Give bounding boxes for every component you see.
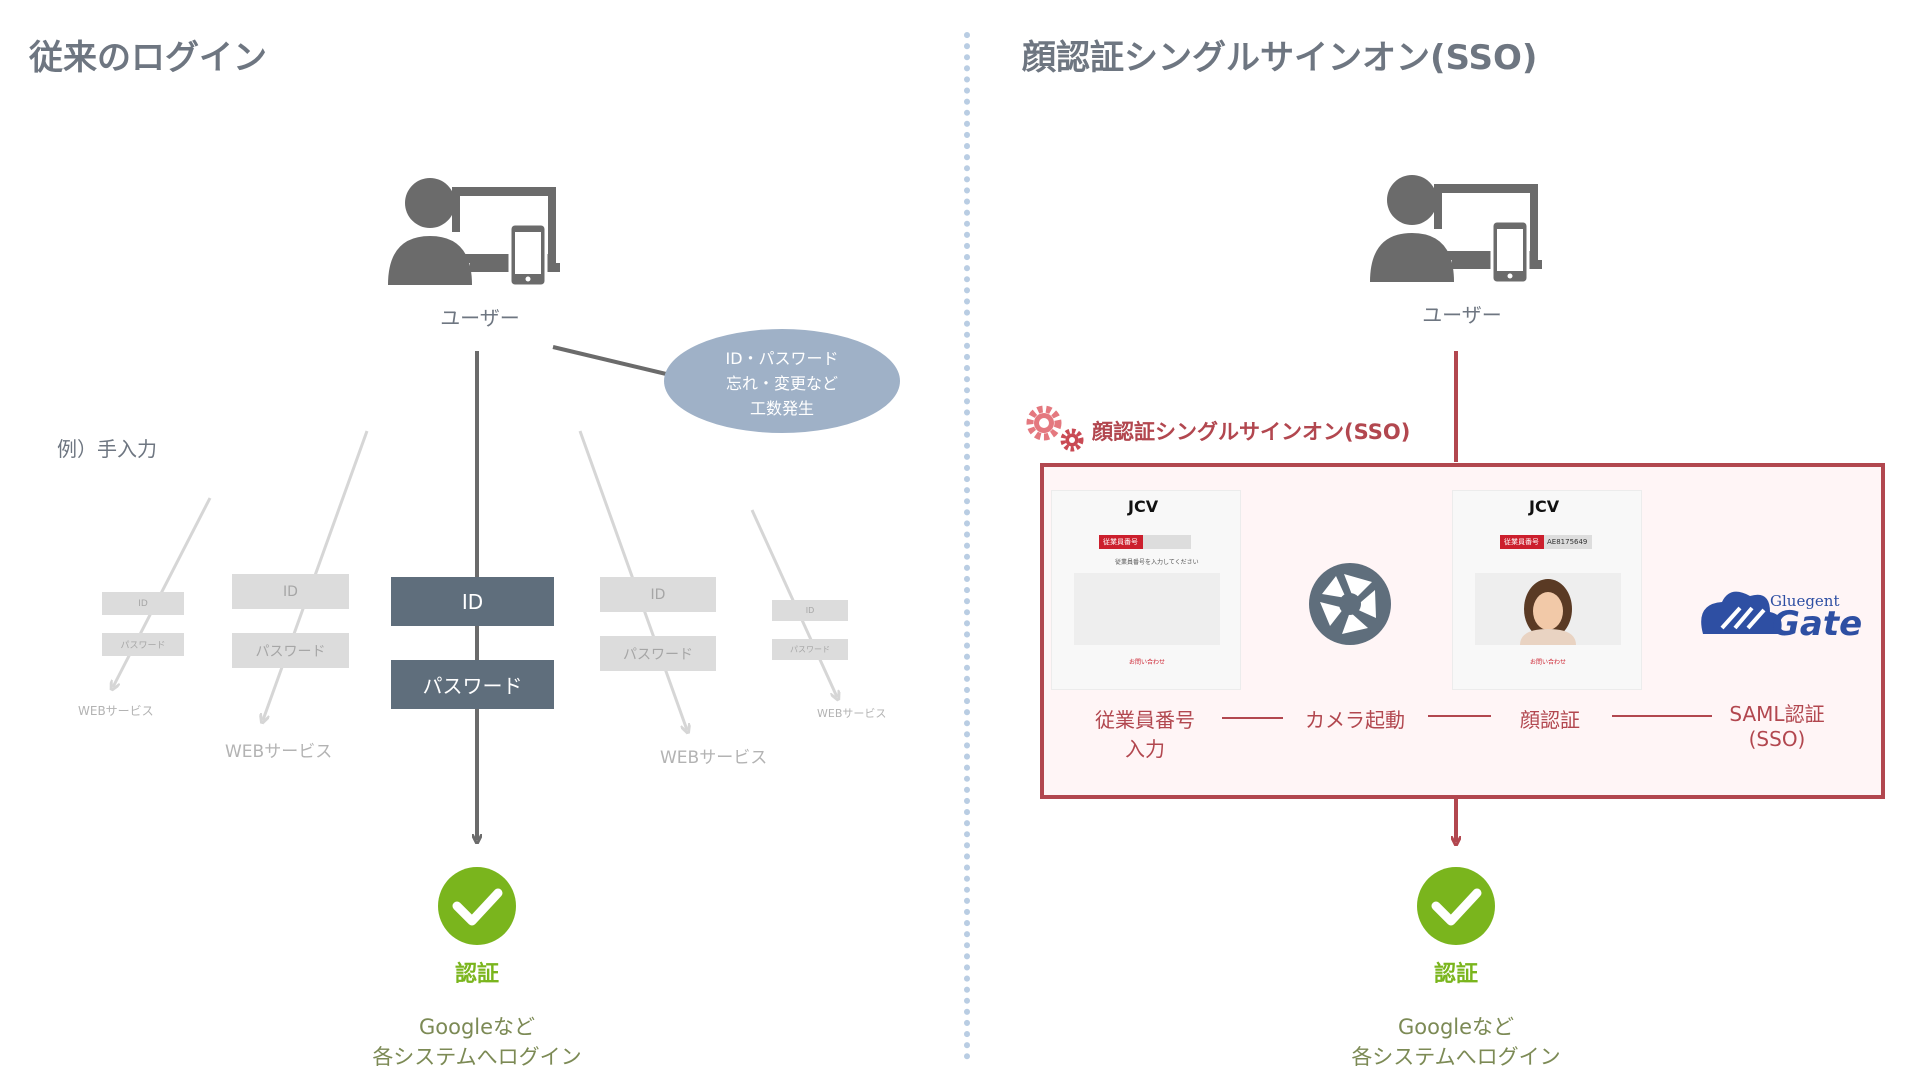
right-title: 顔認証シングルサインオン(SSO) <box>1022 38 1538 78</box>
face-photo-area <box>1475 573 1621 645</box>
jcv-logo: JCV <box>1529 497 1560 516</box>
face-auth-screen: JCV 従業員番号 AE8175649 お問い合わせ <box>1452 490 1642 690</box>
keypad-area <box>1074 573 1220 645</box>
step-employee-id: 従業員番号 入力 <box>1095 708 1195 761</box>
right-result-line2: 各システムへログイン <box>1351 1045 1561 1069</box>
issue-bubble <box>664 329 900 433</box>
employee-id-screen: JCV 従業員番号 従業員番号を入力してください お問い合わせ <box>1051 490 1241 690</box>
password-box-faint: パスワード <box>772 639 848 660</box>
web-service-label: WEBサービス <box>225 742 333 762</box>
check-icon-right <box>1417 867 1495 945</box>
id-box: ID <box>391 577 554 626</box>
web-service-label: WEBサービス <box>817 707 887 720</box>
example-label: 例）手入力 <box>57 437 157 461</box>
employee-id-field <box>1143 535 1191 549</box>
contact-link: お問い合わせ <box>1129 659 1166 666</box>
id-box-faint: ID <box>102 592 184 615</box>
gluegent-logo-icon <box>1701 591 1782 634</box>
user-device-icon <box>388 178 560 288</box>
sso-label: 顔認証シングルサインオン(SSO) <box>1092 420 1411 444</box>
jcv-logo: JCV <box>1128 497 1159 516</box>
check-icon-left <box>438 867 516 945</box>
instruction-text: 従業員番号を入力してください <box>1115 559 1199 566</box>
id-box-faint: ID <box>772 600 848 621</box>
user-device-icon-right <box>1370 175 1542 285</box>
step-face-auth: 顔認証 <box>1520 708 1580 732</box>
id-box-faint: ID <box>600 577 716 612</box>
password-box-faint: パスワード <box>102 633 184 656</box>
camera-aperture-icon <box>1309 563 1391 645</box>
left-auth-label: 認証 <box>454 962 499 987</box>
left-user-label: ユーザー <box>440 306 520 330</box>
arrow-to-bubble <box>552 345 683 378</box>
employee-id-value: AE8175649 <box>1544 535 1592 549</box>
step-camera: カメラ起動 <box>1305 708 1405 732</box>
face-photo <box>1520 579 1576 645</box>
right-user-label: ユーザー <box>1422 303 1502 327</box>
right-result-line1: Googleなど <box>1397 1015 1515 1039</box>
left-title: 従来のログイン <box>29 38 267 78</box>
web-service-label: WEBサービス <box>78 704 154 718</box>
web-service-label: WEBサービス <box>660 748 768 768</box>
gear-icon <box>1026 405 1084 452</box>
employee-id-tag: 従業員番号 <box>1500 535 1544 549</box>
left-result-line1: Googleなど <box>418 1015 536 1039</box>
step-saml: SAML認証 (SSO) <box>1729 702 1825 751</box>
right-auth-label: 認証 <box>1433 962 1478 987</box>
left-result-line2: 各システムへログイン <box>372 1045 582 1069</box>
employee-id-tag: 従業員番号 <box>1099 535 1143 549</box>
id-box-faint: ID <box>232 574 349 609</box>
issue-bubble-text: ID・パスワード 忘れ・変更など 工数発生 <box>725 349 839 418</box>
password-box-faint: パスワード <box>600 636 716 671</box>
password-box-faint: パスワード <box>232 633 349 668</box>
gluegent-logo-top: Gluegent <box>1770 592 1840 610</box>
password-box: パスワード <box>391 660 554 709</box>
contact-link: お問い合わせ <box>1530 659 1567 666</box>
gluegent-logo-bottom: Gate <box>1772 604 1863 644</box>
